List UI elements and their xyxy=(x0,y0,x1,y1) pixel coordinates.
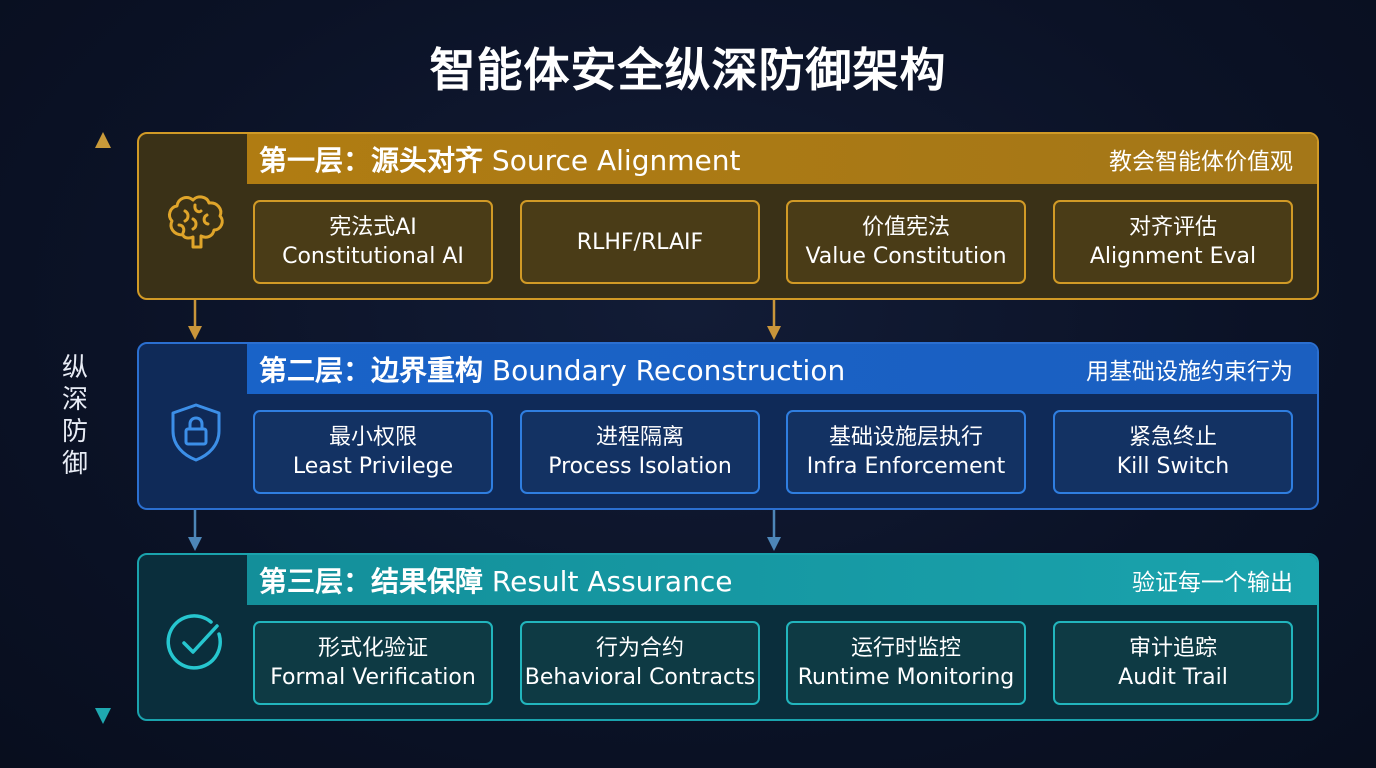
axis-label-char: 纵 xyxy=(61,353,88,383)
card-title-en: Kill Switch xyxy=(1116,454,1230,479)
layer-title-zh: 第三层：结果保障 xyxy=(259,565,484,598)
card-title-en: Runtime Monitoring xyxy=(797,665,1015,690)
card-infra-enforcement: 基础设施层执行 Infra Enforcement xyxy=(786,410,1026,494)
card-formal-verification: 形式化验证 Formal Verification xyxy=(253,621,493,705)
layer-header: 第三层：结果保障 Result Assurance 验证每一个输出 xyxy=(247,555,1317,605)
card-rlhf-rlaif: RLHF/RLAIF xyxy=(520,200,760,284)
card-title-zh: 紧急终止 xyxy=(1128,425,1217,450)
layer-subtitle: 验证每一个输出 xyxy=(1132,570,1293,596)
card-runtime-monitoring: 运行时监控 Runtime Monitoring xyxy=(786,621,1026,705)
card-value-constitution: 价值宪法 Value Constitution xyxy=(786,200,1026,284)
brain-icon xyxy=(168,195,224,249)
layer-result-assurance: 第三层：结果保障 Result Assurance 验证每一个输出 形式化验证 … xyxy=(137,553,1319,721)
card-title-zh: 价值宪法 xyxy=(861,215,950,240)
card-title-zh: 最小权限 xyxy=(328,425,417,450)
layer-boundary-reconstruction: 第二层：边界重构 Boundary Reconstruction 用基础设施约束… xyxy=(137,342,1319,510)
card-least-privilege: 最小权限 Least Privilege xyxy=(253,410,493,494)
axis-label-char: 防 xyxy=(61,417,88,447)
connector-arrow xyxy=(767,509,781,551)
connector-arrow xyxy=(767,298,781,340)
connector-arrow xyxy=(188,509,202,551)
card-behavioral-contracts: 行为合约 Behavioral Contracts xyxy=(520,621,760,705)
card-title-zh: 进程隔离 xyxy=(595,425,684,450)
layer-title-en: Boundary Reconstruction xyxy=(491,354,846,387)
card-title-zh: 宪法式AI xyxy=(329,215,417,240)
card-title-zh: 基础设施层执行 xyxy=(828,425,983,450)
card-title-en: Constitutional AI xyxy=(282,244,464,269)
layer-header: 第一层：源头对齐 Source Alignment 教会智能体价值观 xyxy=(247,134,1317,184)
axis-label: 纵 深 防 御 xyxy=(58,352,92,480)
card-audit-trail: 审计追踪 Audit Trail xyxy=(1053,621,1293,705)
layer-subtitle: 用基础设施约束行为 xyxy=(1086,359,1293,385)
card-title-en: Audit Trail xyxy=(1118,665,1228,690)
card-alignment-eval: 对齐评估 Alignment Eval xyxy=(1053,200,1293,284)
card-title-en: Least Privilege xyxy=(292,454,454,479)
layer-title: 第二层：边界重构 Boundary Reconstruction xyxy=(259,349,845,389)
layer-header: 第二层：边界重构 Boundary Reconstruction 用基础设施约束… xyxy=(247,344,1317,394)
axis-label-char: 深 xyxy=(61,385,88,415)
card-title-en: Formal Verification xyxy=(270,665,476,690)
layer-title-en: Source Alignment xyxy=(491,144,741,177)
card-title-zh: 运行时监控 xyxy=(850,636,961,661)
page-title: 智能体安全纵深防御架构 xyxy=(429,43,947,97)
layer-title-zh: 第一层：源头对齐 xyxy=(259,144,484,177)
card-title-zh: 对齐评估 xyxy=(1128,215,1217,240)
layer-title-zh: 第二层：边界重构 xyxy=(259,354,484,387)
card-constitutional-ai: 宪法式AI Constitutional AI xyxy=(253,200,493,284)
card-title-en: Alignment Eval xyxy=(1089,244,1257,269)
layer-title: 第一层：源头对齐 Source Alignment xyxy=(259,139,740,179)
shield-lock-icon xyxy=(171,403,221,462)
card-title-zh: 行为合约 xyxy=(595,636,684,661)
card-title-zh: RLHF/RLAIF xyxy=(576,229,704,255)
layer-source-alignment: 第一层：源头对齐 Source Alignment 教会智能体价值观 宪法式AI… xyxy=(137,132,1319,300)
card-title-zh: 审计追踪 xyxy=(1128,636,1217,661)
card-title-zh: 形式化验证 xyxy=(317,636,428,661)
axis-label-char: 御 xyxy=(61,449,88,479)
layer-title: 第三层：结果保障 Result Assurance xyxy=(259,560,732,600)
card-kill-switch: 紧急终止 Kill Switch xyxy=(1053,410,1293,494)
card-title-en: Behavioral Contracts xyxy=(524,665,756,690)
layer-title-en: Result Assurance xyxy=(491,565,733,598)
card-title-en: Value Constitution xyxy=(805,244,1007,269)
layer-subtitle: 教会智能体价值观 xyxy=(1109,149,1293,175)
card-title-en: Process Isolation xyxy=(548,454,732,479)
defense-depth-axis-arrow xyxy=(95,132,111,724)
card-title-en: Infra Enforcement xyxy=(806,454,1006,479)
check-circle-icon xyxy=(166,614,222,670)
card-process-isolation: 进程隔离 Process Isolation xyxy=(520,410,760,494)
connector-arrow xyxy=(188,298,202,340)
